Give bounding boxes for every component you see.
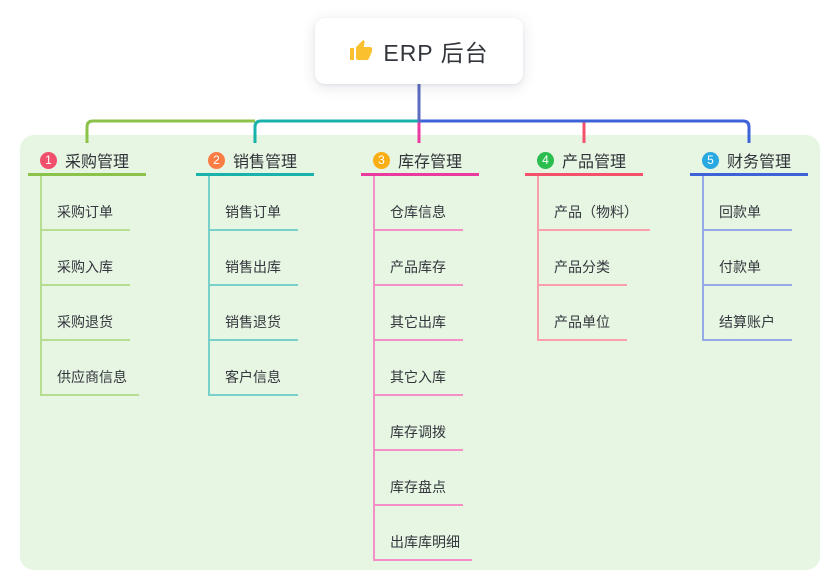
child-node[interactable]: 采购退货 xyxy=(42,312,130,341)
child-node[interactable]: 采购入库 xyxy=(42,257,130,286)
child-node[interactable]: 销售退货 xyxy=(210,312,298,341)
branch-node-purchase[interactable]: 1 采购管理 xyxy=(28,147,146,176)
child-node[interactable]: 其它入库 xyxy=(375,367,463,396)
branch-number-badge: 4 xyxy=(537,151,554,169)
child-node[interactable]: 客户信息 xyxy=(210,367,298,396)
branch-purchase: 1 采购管理 采购订单 采购入库 采购退货 供应商信息 xyxy=(28,147,146,396)
branch-children: 采购订单 采购入库 采购退货 供应商信息 xyxy=(40,176,146,396)
mindmap-background-panel xyxy=(20,135,820,570)
child-node[interactable]: 销售订单 xyxy=(210,202,298,231)
branch-label: 财务管理 xyxy=(727,154,792,171)
child-node[interactable]: 产品库存 xyxy=(375,257,463,286)
branch-node-finance[interactable]: 5 财务管理 xyxy=(690,147,808,176)
branch-sales: 2 销售管理 销售订单 销售出库 销售退货 客户信息 xyxy=(196,147,314,396)
branch-label: 销售管理 xyxy=(233,154,298,171)
child-node[interactable]: 产品单位 xyxy=(539,312,627,341)
child-node[interactable]: 付款单 xyxy=(704,257,792,286)
branch-node-product[interactable]: 4 产品管理 xyxy=(525,147,643,176)
child-node[interactable]: 仓库信息 xyxy=(375,202,463,231)
branch-children: 仓库信息 产品库存 其它出库 其它入库 库存调拨 库存盘点 出库库明细 xyxy=(373,176,479,561)
child-node[interactable]: 库存调拨 xyxy=(375,422,463,451)
root-node[interactable]: ERP 后台 xyxy=(315,18,523,84)
branch-number-badge: 3 xyxy=(373,151,390,169)
branch-product: 4 产品管理 产品（物料） 产品分类 产品单位 xyxy=(525,147,650,341)
child-node[interactable]: 库存盘点 xyxy=(375,477,463,506)
branch-finance: 5 财务管理 回款单 付款单 结算账户 xyxy=(690,147,808,341)
branch-children: 销售订单 销售出库 销售退货 客户信息 xyxy=(208,176,314,396)
branch-children: 回款单 付款单 结算账户 xyxy=(702,176,808,341)
branch-number-badge: 2 xyxy=(208,151,225,169)
child-node[interactable]: 结算账户 xyxy=(704,312,792,341)
child-node[interactable]: 采购订单 xyxy=(42,202,130,231)
child-node[interactable]: 其它出库 xyxy=(375,312,463,341)
branch-children: 产品（物料） 产品分类 产品单位 xyxy=(537,176,650,341)
child-node[interactable]: 供应商信息 xyxy=(42,367,139,396)
child-node[interactable]: 产品分类 xyxy=(539,257,627,286)
child-node[interactable]: 回款单 xyxy=(704,202,792,231)
child-node[interactable]: 出库库明细 xyxy=(375,532,472,561)
branch-node-inventory[interactable]: 3 库存管理 xyxy=(361,147,479,176)
branch-inventory: 3 库存管理 仓库信息 产品库存 其它出库 其它入库 库存调拨 库存盘点 出库库… xyxy=(361,147,479,561)
branch-node-sales[interactable]: 2 销售管理 xyxy=(196,147,314,176)
branch-label: 产品管理 xyxy=(562,154,627,171)
root-title: ERP 后台 xyxy=(383,40,489,66)
branch-label: 库存管理 xyxy=(398,154,463,171)
child-node[interactable]: 产品（物料） xyxy=(539,202,650,231)
child-node[interactable]: 销售出库 xyxy=(210,257,298,286)
branch-number-badge: 1 xyxy=(40,151,57,169)
branch-label: 采购管理 xyxy=(65,154,130,171)
thumbs-up-icon xyxy=(349,39,373,63)
branch-number-badge: 5 xyxy=(702,151,719,169)
